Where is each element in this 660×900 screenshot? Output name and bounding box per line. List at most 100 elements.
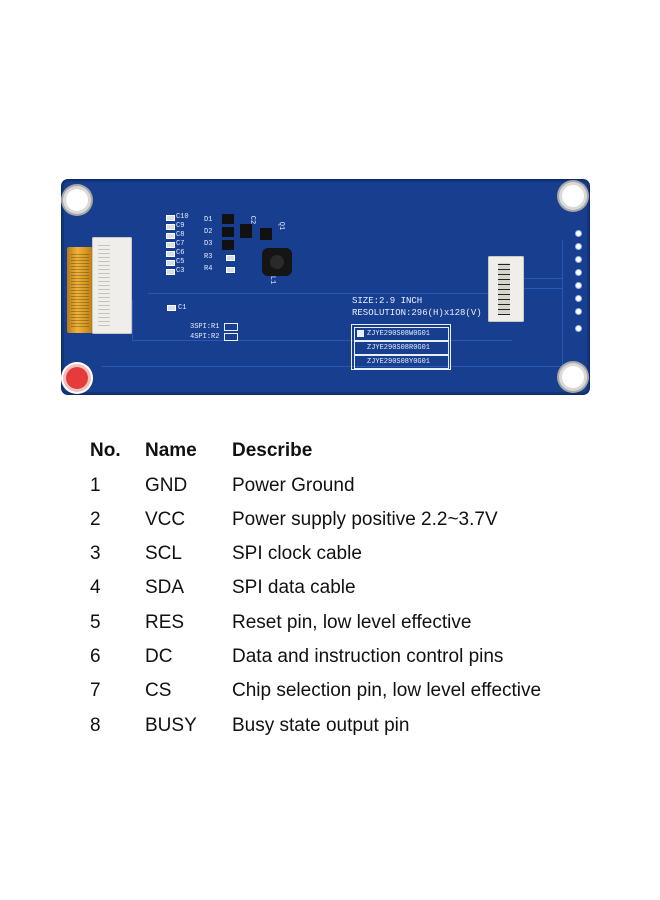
pcb-trace <box>132 340 512 341</box>
spi3-label: 3SPI:R1 <box>190 323 220 331</box>
cap-pad <box>166 233 175 239</box>
cap-label: C9 <box>176 222 185 230</box>
pin-number: 6 <box>90 646 101 667</box>
pin-number: 8 <box>90 715 101 736</box>
cap-pad <box>166 269 175 275</box>
cap-pad <box>166 242 175 248</box>
cap-label: C8 <box>176 231 185 239</box>
resolution-label: RESOLUTION:296(H)x128(V) <box>352 308 482 318</box>
l1-label: L1 <box>268 275 277 285</box>
cap-label: C7 <box>176 240 185 248</box>
fpc-connector-left <box>92 237 132 334</box>
pin-name: CS <box>145 680 172 701</box>
c1-label: C1 <box>178 304 187 312</box>
spi-jumper-pad <box>224 323 238 331</box>
pin-description: Chip selection pin, low level effective <box>232 680 542 701</box>
pin-description: SPI data cable <box>232 577 356 598</box>
pcb-trace <box>562 240 563 366</box>
resistor-pad <box>226 267 235 273</box>
table-row: 4 SDA SPI data cable <box>90 573 590 603</box>
mounting-hole <box>562 366 584 388</box>
cap-pad <box>166 251 175 257</box>
pin-name: SCL <box>145 543 182 564</box>
pin-hole <box>576 309 581 314</box>
model-label: ZJYE290S08W0G01 <box>367 330 431 338</box>
c2-label: C2 <box>248 215 257 225</box>
pin-number: 5 <box>90 612 101 633</box>
model-label-row: ZJYE290S08R0G01 <box>354 341 449 355</box>
pin-hole <box>576 296 581 301</box>
table-row: 8 BUSY Busy state output pin <box>90 711 590 741</box>
pcb-trace <box>148 293 488 294</box>
pin-hole <box>576 231 581 236</box>
pcb-trace <box>132 300 133 340</box>
q1-label: Q1 <box>277 221 286 231</box>
pin-description: Data and instruction control pins <box>232 646 504 667</box>
pcb-trace <box>524 278 562 279</box>
pin-hole <box>576 257 581 262</box>
resistor-label: R3 <box>204 253 213 261</box>
model-label: ZJYE290S08Y0G01 <box>367 358 431 366</box>
model-label-row: ZJYE290S08Y0G01 <box>354 355 449 369</box>
q1-transistor <box>260 228 272 240</box>
spi-jumper-pad <box>224 333 238 341</box>
spi4-label: 4SPI:R2 <box>190 333 220 341</box>
pin-number: 4 <box>90 577 101 598</box>
pcb-trace <box>102 366 562 367</box>
check-mark-icon <box>357 330 364 337</box>
diode-label: D1 <box>204 216 213 224</box>
diode <box>222 227 234 237</box>
diode <box>222 214 234 224</box>
pin-name: BUSY <box>145 715 197 736</box>
header-number: No. <box>90 440 121 461</box>
pin-number: 1 <box>90 475 101 496</box>
cap-pad <box>166 224 175 230</box>
pin-number: 2 <box>90 509 101 530</box>
mounting-hole <box>66 189 88 211</box>
size-label: SIZE:2.9 INCH <box>352 296 423 306</box>
cap-label: C3 <box>176 267 185 275</box>
resistor-pad <box>226 255 235 261</box>
pin-name: RES <box>145 612 185 633</box>
c1-pad <box>167 305 176 311</box>
diode <box>222 240 234 250</box>
cap-label: C6 <box>176 249 185 257</box>
table-row: 7 CS Chip selection pin, low level effec… <box>90 676 590 706</box>
pin-name: GND <box>145 475 188 496</box>
pin-hole <box>576 326 581 331</box>
pin-description: Reset pin, low level effective <box>232 612 472 633</box>
cap-pad <box>166 260 175 266</box>
model-label-panel: ZJYE290S08W0G01 ZJYE290S08R0G01 ZJYE290S… <box>351 324 451 370</box>
epaper-module-board: C10 C9 C8 C7 C6 C5 C3 D1 D2 D3 C2 Q1 R3 … <box>62 180 589 394</box>
table-row: 2 VCC Power supply positive 2.2~3.7V <box>90 505 590 535</box>
pin-hole <box>576 244 581 249</box>
pin-hole <box>576 270 581 275</box>
model-label-row: ZJYE290S08W0G01 <box>354 327 449 341</box>
table-row: 6 DC Data and instruction control pins <box>90 642 590 672</box>
table-row: 3 SCL SPI clock cable <box>90 539 590 569</box>
pin-number: 3 <box>90 543 101 564</box>
fpc-connector-right <box>488 256 524 322</box>
table-row: 1 GND Power Ground <box>90 471 590 501</box>
pin-name: VCC <box>145 509 186 530</box>
pcb-trace <box>524 288 562 289</box>
model-label: ZJYE290S08R0G01 <box>367 344 431 352</box>
table-row: 5 RES Reset pin, low level effective <box>90 608 590 638</box>
diode-label: D2 <box>204 228 213 236</box>
flex-cable <box>67 247 93 333</box>
resistor-label: R4 <box>204 265 213 273</box>
diode-label: D3 <box>204 240 213 248</box>
pin-hole <box>576 283 581 288</box>
pin-description: Busy state output pin <box>232 715 410 736</box>
mounting-hole-marked <box>66 367 88 389</box>
pin-description: Power supply positive 2.2~3.7V <box>232 509 498 530</box>
header-name: Name <box>145 440 197 461</box>
pin-description: Power Ground <box>232 475 355 496</box>
pin-description: SPI clock cable <box>232 543 362 564</box>
mounting-hole <box>562 185 584 207</box>
pin-number: 7 <box>90 680 101 701</box>
table-header-row: No. Name Describe <box>90 436 590 466</box>
inductor <box>262 248 292 276</box>
cap-label: C5 <box>176 258 185 266</box>
cap-label: C10 <box>176 213 189 221</box>
